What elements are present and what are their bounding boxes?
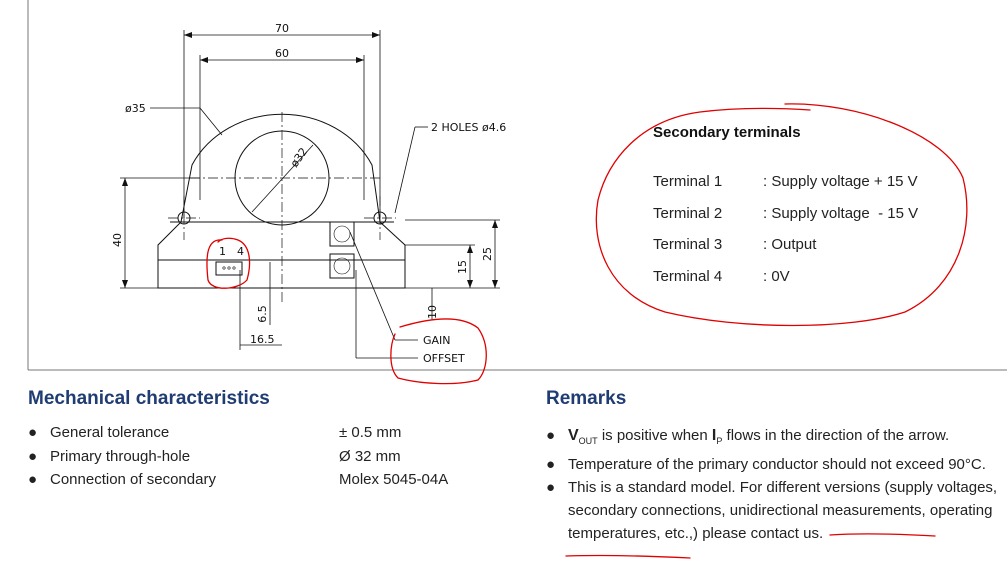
list-item: ● Connection of secondary Molex 5045-04A [28,471,518,495]
dim-d35: ø35 [125,102,146,115]
dim-70: 70 [275,22,289,35]
mech-value: Ø 32 mm [339,447,401,465]
mech-value: ± 0.5 mm [339,424,402,441]
terminal-4-label: Terminal 4 [653,268,723,285]
connector [215,261,243,276]
annotation-measurements [565,554,691,559]
sensor-body-outline [157,113,406,289]
terminal-4-value: : 0V [763,268,790,285]
mech-key: General tolerance [50,424,170,441]
bullet: ● [28,424,38,441]
list-item: ● General tolerance ± 0.5 mm [28,424,518,448]
terminal-1: Terminal 1 : Supply voltage + 15 V [653,173,918,190]
ip-subscript: P [716,436,723,446]
mech-value: Molex 5045-04A [339,471,449,488]
terminal-2-value: : Supply voltage - 15 V [763,205,919,222]
dim-15: 15 [456,260,469,274]
annotation-unidirectional [829,533,936,537]
list-item: ● This is a standard model. For differen… [546,476,1006,545]
mechanical-heading: Mechanical characteristics [28,388,270,409]
vout-subscript: OUT [578,436,598,446]
terminal-3: Terminal 3 : Output [653,236,816,253]
dim-25: 25 [481,247,494,261]
bullet: ● [546,456,556,473]
dim-10: 10 [426,305,439,319]
list-item: ● Temperature of the primary conductor s… [546,453,1006,476]
dim-holes: 2 HOLES ø4.6 [431,121,506,134]
secondary-terminals-title: Secondary terminals [653,124,801,141]
terminal-2-label: Terminal 2 [653,205,723,222]
dim-16-5: 16.5 [250,333,275,346]
terminal-2: Terminal 2 : Supply voltage - 15 V [653,205,918,222]
remarks-list: ● VOUT is positive when IP flows in the … [546,424,1006,545]
dim-60: 60 [275,47,289,60]
pin-1-label: 1 [219,245,226,258]
mech-key: Primary through-hole [50,447,191,465]
annotation-connector [206,237,251,289]
gain-pot [329,221,355,247]
gain-label: GAIN [423,334,451,347]
mech-key: Connection of secondary [50,471,216,488]
bullet: ● [28,447,38,465]
ip-symbol: I [711,427,717,444]
remarks-heading: Remarks [546,388,627,409]
annotation-gain-offset [390,318,487,385]
remark-3-text: This is a standard model. For different … [568,479,998,542]
remark-1-end: flows in the direction of the arrow. [722,427,950,444]
offset-label: OFFSET [423,352,465,365]
dim-6-5: 6.5 [256,305,269,323]
bullet: ● [546,479,556,496]
dim-d32: ø32 [288,145,311,169]
mechanical-list: ● General tolerance ± 0.5 mm ● Primary t… [28,424,518,495]
terminal-1-label: Terminal 1 [653,173,723,190]
terminal-4: Terminal 4 : 0V [653,268,790,285]
list-item: ● VOUT is positive when IP flows in the … [546,424,1006,453]
terminal-3-label: Terminal 3 [653,236,723,253]
terminal-1-value: : Supply voltage + 15 V [763,173,918,190]
vout-symbol: V [568,427,579,444]
annotation-terminals [595,103,968,327]
offset-pot [329,253,355,279]
dim-40: 40 [111,233,124,247]
remark-1-mid: is positive when [597,427,712,444]
terminal-3-value: : Output [763,236,817,253]
bullet: ● [546,427,556,444]
bullet: ● [28,471,38,488]
remark-2-text: Temperature of the primary conductor sho… [568,456,986,473]
pin-4-label: 4 [237,245,244,258]
list-item: ● Primary through-hole Ø 32 mm [28,448,518,472]
